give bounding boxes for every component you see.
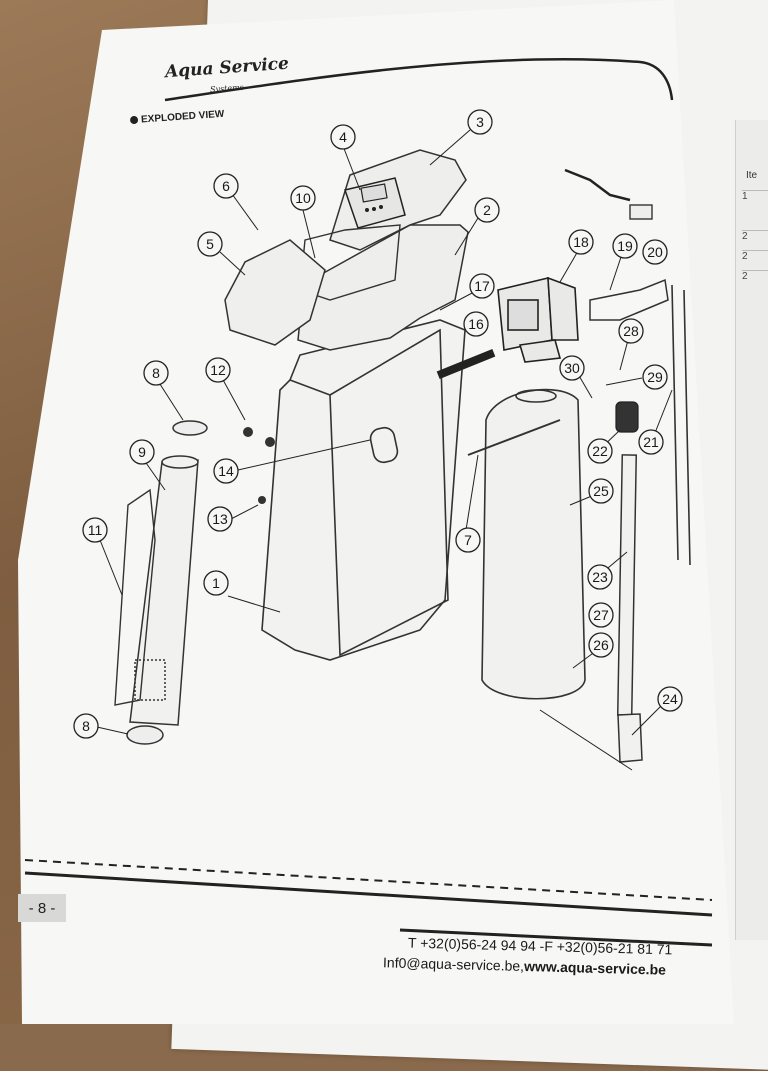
screw bbox=[258, 496, 266, 504]
callout-25: 25 bbox=[588, 478, 614, 504]
side-table-header: Ite bbox=[746, 170, 758, 181]
callout-14: 14 bbox=[213, 458, 239, 484]
svg-text:14: 14 bbox=[218, 463, 234, 479]
svg-text:20: 20 bbox=[647, 244, 663, 260]
salt-door bbox=[224, 239, 326, 346]
callout-13: 13 bbox=[207, 506, 233, 532]
fitting bbox=[243, 427, 253, 437]
svg-text:16: 16 bbox=[468, 316, 484, 332]
footer-rule-short bbox=[399, 928, 713, 947]
svg-text:8: 8 bbox=[152, 365, 160, 381]
side-table-row: 1 bbox=[742, 190, 768, 211]
svg-text:22: 22 bbox=[592, 443, 608, 459]
callout-markers: 1 2 3 4 5 6 7 8 8 9 10 11 12 13 14 16 17… bbox=[73, 109, 683, 739]
svg-text:13: 13 bbox=[212, 511, 228, 527]
bullet-icon bbox=[129, 115, 139, 125]
callout-18: 18 bbox=[568, 229, 594, 255]
power-cable bbox=[564, 168, 631, 202]
callout-10: 10 bbox=[290, 185, 316, 211]
fitting bbox=[265, 437, 275, 447]
svg-text:6: 6 bbox=[222, 178, 230, 194]
svg-text:24: 24 bbox=[662, 691, 678, 707]
brine-well bbox=[129, 455, 199, 726]
side-document: Ite 1 2 2 2 bbox=[735, 120, 768, 940]
brine-valve-assembly bbox=[114, 488, 156, 706]
svg-text:23: 23 bbox=[592, 569, 608, 585]
callout-22: 22 bbox=[587, 438, 613, 464]
svg-text:25: 25 bbox=[593, 483, 609, 499]
callout-28: 28 bbox=[618, 318, 644, 344]
callout-8: 8 bbox=[143, 360, 169, 386]
svg-text:3: 3 bbox=[476, 114, 484, 130]
svg-text:30: 30 bbox=[564, 360, 580, 376]
callout-5: 5 bbox=[197, 231, 223, 257]
svg-text:26: 26 bbox=[593, 637, 609, 653]
callout-1: 1 bbox=[203, 570, 229, 596]
upper-strainer bbox=[615, 401, 639, 433]
callout-3: 3 bbox=[467, 109, 493, 135]
side-table-row: 2 bbox=[742, 270, 768, 291]
svg-text:21: 21 bbox=[643, 434, 659, 450]
callout-20: 20 bbox=[642, 239, 668, 265]
header-swoosh bbox=[164, 58, 674, 102]
riser-pipe bbox=[467, 419, 561, 456]
footer-solid-rule bbox=[24, 871, 713, 917]
side-table-row: 2 bbox=[742, 250, 768, 271]
gasket-strip bbox=[436, 349, 496, 379]
cabinet-lid bbox=[297, 224, 469, 351]
callout-4: 4 bbox=[330, 124, 356, 150]
distributor-tube bbox=[616, 454, 643, 763]
callout-23: 23 bbox=[587, 564, 613, 590]
callout-8: 8 bbox=[73, 713, 99, 739]
callout-27: 27 bbox=[588, 602, 614, 628]
well-cap-top bbox=[172, 420, 208, 436]
callout-30: 30 bbox=[559, 355, 585, 381]
callout-6: 6 bbox=[213, 173, 239, 199]
side-table-row: 2 bbox=[742, 230, 768, 251]
svg-text:10: 10 bbox=[295, 190, 311, 206]
callout-16: 16 bbox=[463, 311, 489, 337]
svg-text:11: 11 bbox=[88, 522, 103, 538]
svg-text:29: 29 bbox=[647, 369, 663, 385]
svg-text:4: 4 bbox=[339, 129, 347, 145]
callout-19: 19 bbox=[612, 233, 638, 259]
page-number: - 8 - bbox=[18, 894, 66, 922]
cabinet-body bbox=[261, 319, 466, 661]
well-cap-bottom bbox=[126, 725, 164, 745]
svg-text:5: 5 bbox=[206, 236, 214, 252]
callout-26: 26 bbox=[588, 632, 614, 658]
svg-text:18: 18 bbox=[573, 234, 589, 250]
power-adapter bbox=[629, 204, 653, 220]
callout-21: 21 bbox=[638, 429, 664, 455]
callout-11: 11 bbox=[82, 517, 108, 543]
exploded-view-diagram: 1 2 3 4 5 6 7 8 8 9 10 11 12 13 14 16 17… bbox=[24, 58, 713, 947]
controller-unit bbox=[344, 177, 406, 229]
resin-tank bbox=[481, 388, 586, 700]
callout-12: 12 bbox=[205, 357, 231, 383]
callout-29: 29 bbox=[642, 364, 668, 390]
salt-window bbox=[369, 426, 399, 464]
svg-text:27: 27 bbox=[593, 607, 609, 623]
callout-24: 24 bbox=[657, 686, 683, 712]
bypass-valve bbox=[589, 278, 669, 321]
svg-text:7: 7 bbox=[464, 532, 472, 548]
svg-text:17: 17 bbox=[474, 278, 490, 294]
control-valve bbox=[497, 276, 579, 363]
svg-text:28: 28 bbox=[623, 323, 639, 339]
callout-9: 9 bbox=[129, 439, 155, 465]
callout-17: 17 bbox=[469, 273, 495, 299]
drain-lines bbox=[671, 284, 691, 566]
svg-text:12: 12 bbox=[210, 362, 226, 378]
svg-text:1: 1 bbox=[212, 575, 220, 591]
svg-text:9: 9 bbox=[138, 444, 146, 460]
svg-text:19: 19 bbox=[617, 238, 633, 254]
svg-text:8: 8 bbox=[82, 718, 90, 734]
footer-dashed-rule bbox=[24, 859, 713, 901]
callout-2: 2 bbox=[474, 197, 500, 223]
callout-7: 7 bbox=[455, 527, 481, 553]
svg-text:2: 2 bbox=[483, 202, 491, 218]
